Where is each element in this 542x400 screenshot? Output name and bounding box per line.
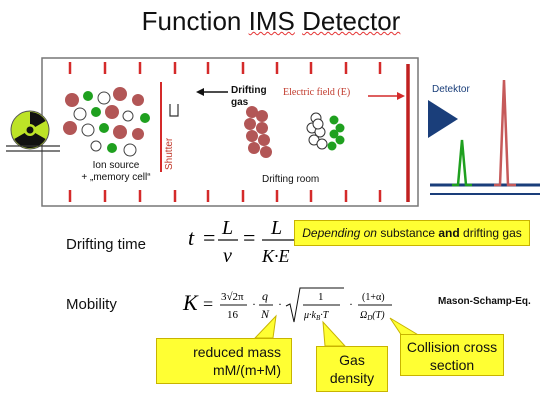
svg-text:16: 16 xyxy=(227,309,239,321)
mobility-formula: K = 3√2π 16 · q N · 1 μ·kB·T · (1+α) ΩD(… xyxy=(182,287,392,323)
radiation-icon xyxy=(6,110,60,152)
electrode-marks-top xyxy=(68,62,382,74)
shutter-label: Shutter xyxy=(164,137,175,170)
svg-text:=: = xyxy=(203,294,213,314)
spectrum-peak-green xyxy=(452,139,472,187)
svg-text:·: · xyxy=(252,297,256,311)
callout-collision-cross-section: Collision cross section xyxy=(400,334,504,376)
svg-text:K·E: K·E xyxy=(261,246,290,266)
svg-text:K: K xyxy=(182,290,199,315)
heavy-ion-cluster xyxy=(244,106,272,158)
svg-text:ΩD(T): ΩD(T) xyxy=(360,310,385,322)
svg-text:=: = xyxy=(203,225,215,250)
svg-text:μ·kB·T: μ·kB·T xyxy=(303,310,330,322)
drifting-gas-label: Drifting gas xyxy=(231,85,267,108)
arrow-right-icon xyxy=(397,92,405,100)
light-ion-cluster xyxy=(306,112,345,151)
svg-text:L: L xyxy=(221,217,233,239)
title-text-ims: IMS xyxy=(248,6,295,36)
electric-field-label: Electric field (E) xyxy=(283,87,351,98)
mobility-label: Mobility xyxy=(66,296,117,313)
svg-text:q: q xyxy=(262,289,268,303)
page-title: Function IMS Detector xyxy=(0,6,542,37)
drifting-time-label: Drifting time xyxy=(66,236,147,253)
svg-text:v: v xyxy=(223,245,232,267)
svg-text:N: N xyxy=(260,307,270,321)
callout-reduced-mass: reduced mass mM/(m+M) xyxy=(156,338,292,384)
title-text-detector: Detector xyxy=(302,6,401,36)
callout-gas-density: Gas density xyxy=(316,346,388,392)
title-text-function: Function xyxy=(141,6,249,36)
svg-text:1: 1 xyxy=(318,291,324,303)
drift-time-formula: t = L v = L K·E xyxy=(188,217,296,267)
shutter-gate-icon xyxy=(169,104,179,117)
electrode-marks-bottom xyxy=(68,190,382,202)
svg-text:t: t xyxy=(188,225,195,250)
svg-text:=: = xyxy=(243,225,255,250)
svg-text:L: L xyxy=(270,217,282,239)
spectrum-plot xyxy=(430,79,540,195)
ion-source-label: Ion source + „memory cell“ xyxy=(81,160,151,183)
svg-text:(1+α): (1+α) xyxy=(362,292,385,303)
spectrum-peak-red xyxy=(494,79,516,187)
svg-text:·: · xyxy=(278,297,282,311)
ion-source-cloud xyxy=(63,87,150,157)
callout-pointer-density xyxy=(322,320,347,347)
svg-text:·: · xyxy=(349,297,353,311)
drift-dependency-note: Depending on substance and drifting gas xyxy=(294,220,530,246)
arrow-left-icon xyxy=(196,88,204,96)
detector-label: Detektor xyxy=(432,84,470,95)
detector-icon xyxy=(428,100,458,138)
mason-schamp-label: Mason-Schamp-Eq. xyxy=(438,296,531,307)
drifting-room-label: Drifting room xyxy=(262,174,320,185)
svg-text:3√2π: 3√2π xyxy=(221,291,244,303)
